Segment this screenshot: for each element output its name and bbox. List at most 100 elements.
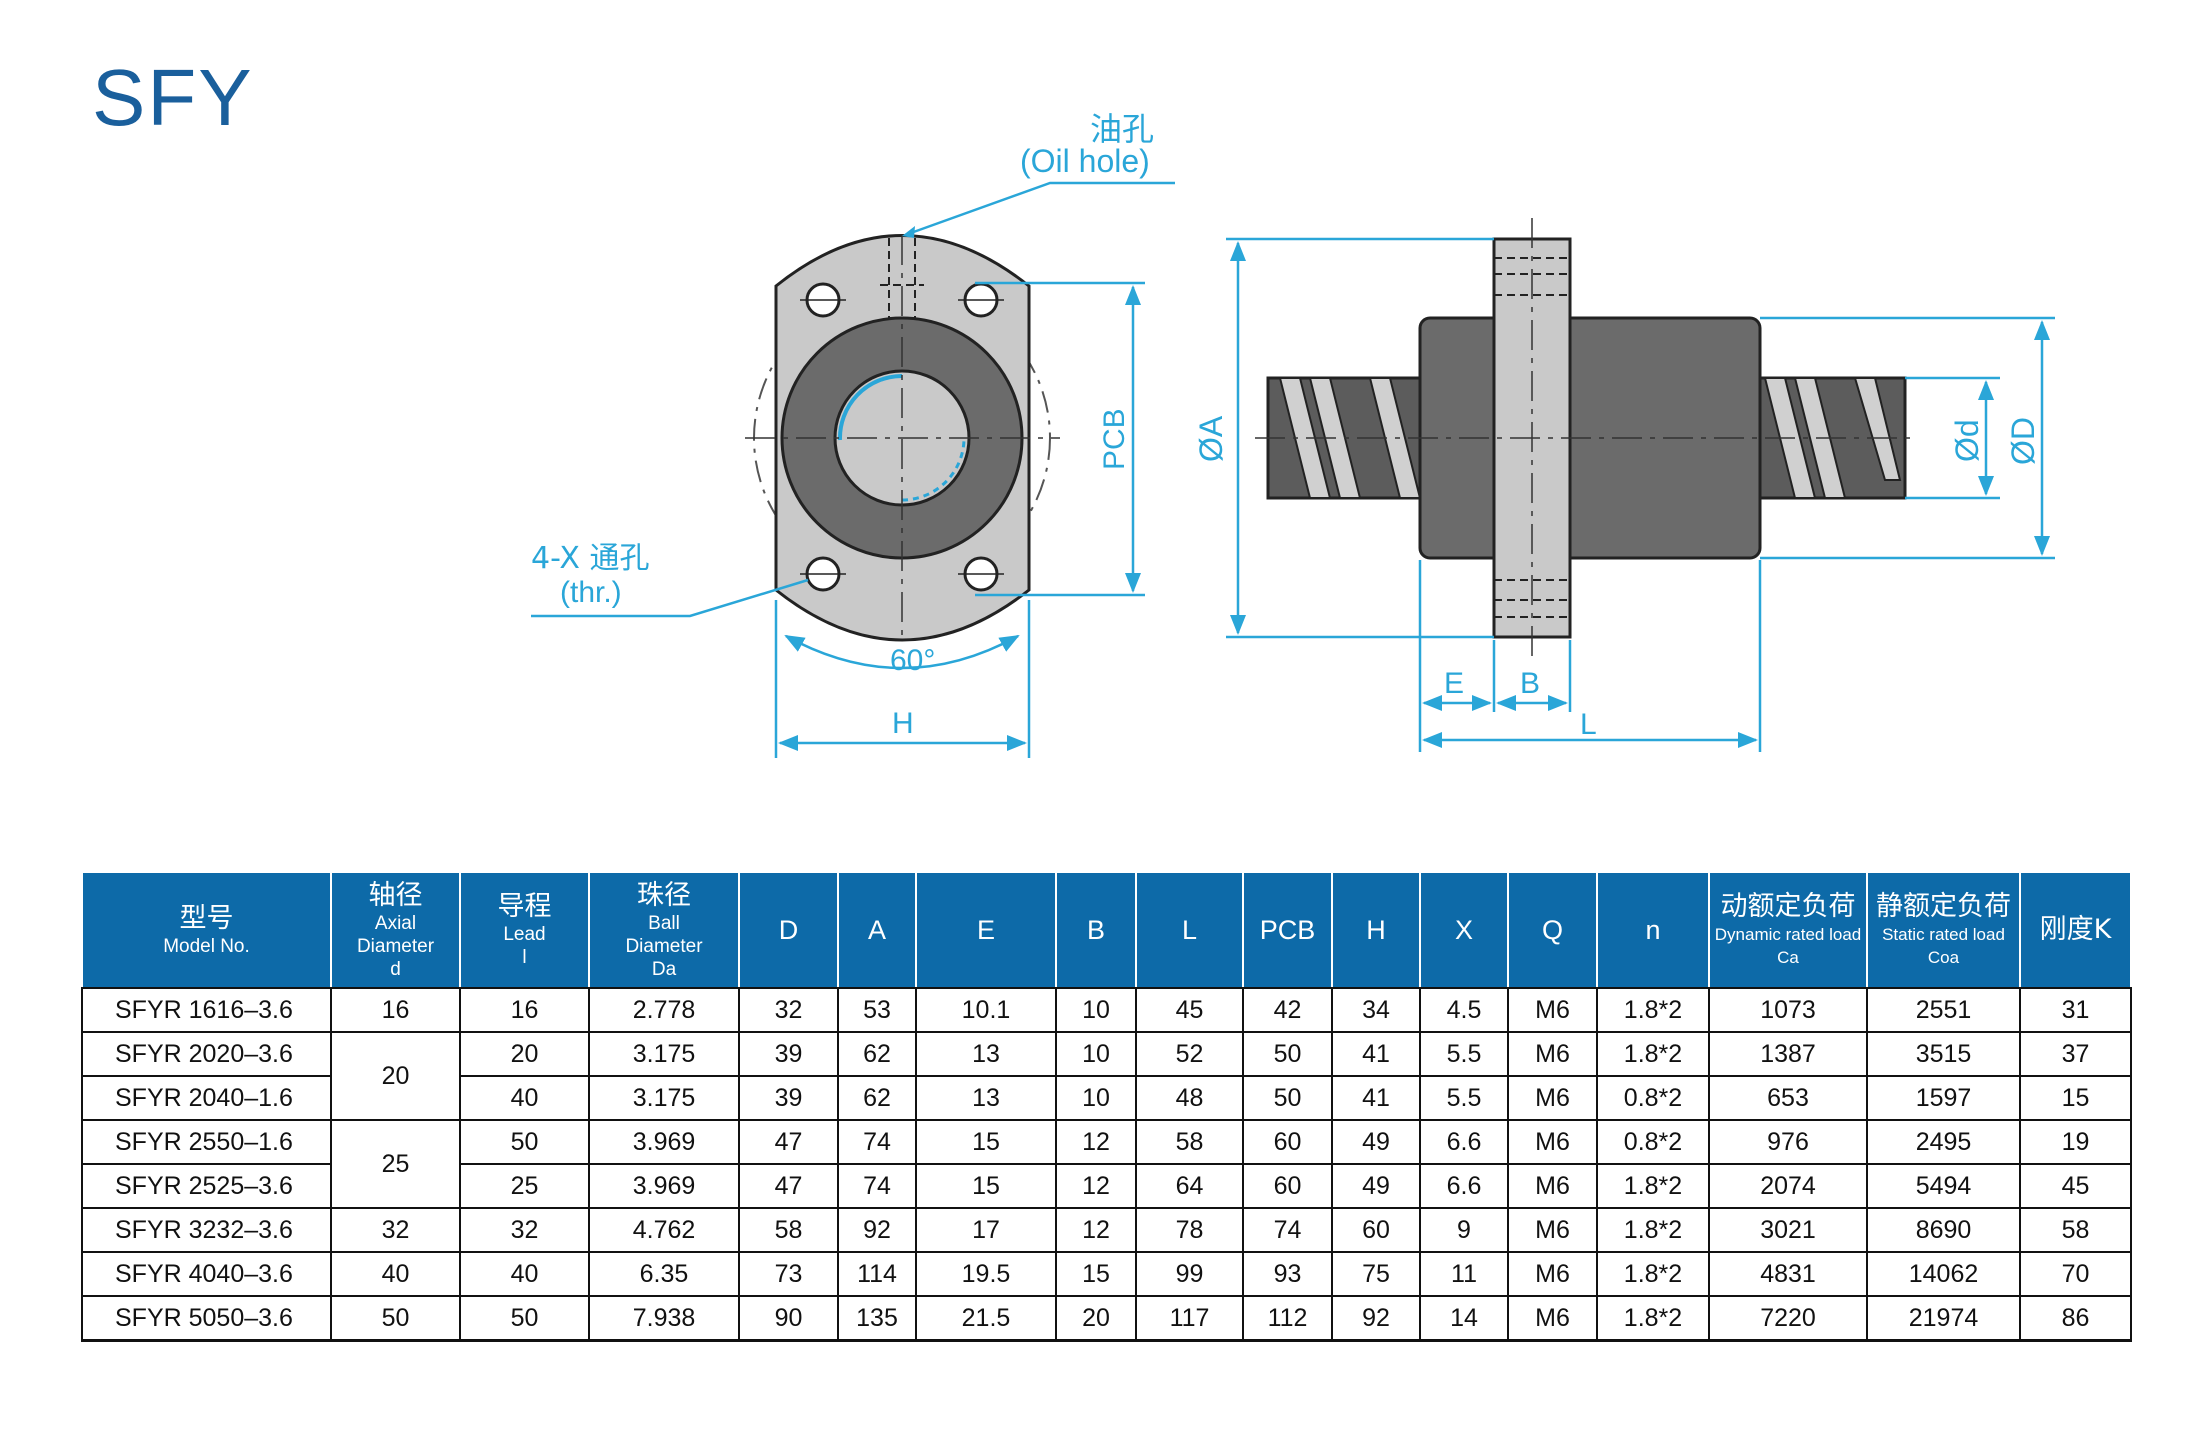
- cell-b: 12: [1055, 1119, 1137, 1165]
- page-title: SFY: [92, 53, 254, 142]
- cell-k: 58: [2019, 1207, 2132, 1253]
- cell-e: 13: [915, 1031, 1057, 1077]
- cell-h: 41: [1331, 1075, 1421, 1121]
- cell-q: M6: [1507, 1295, 1598, 1342]
- table-row: SFYR 4040–3.6 40 40 6.35 73 114 19.5 15 …: [81, 1251, 2132, 1297]
- header-dynamic-load: 动额定负荷 Dynamic rated load Ca: [1708, 871, 1868, 989]
- cell-h: 49: [1331, 1163, 1421, 1209]
- cell-da: 7.938: [588, 1295, 740, 1342]
- cell-big-d: 90: [738, 1295, 839, 1342]
- cell-k: 37: [2019, 1031, 2132, 1077]
- angle-label: 60°: [890, 644, 935, 677]
- cell-x: 5.5: [1419, 1075, 1509, 1121]
- cell-k: 70: [2019, 1251, 2132, 1297]
- header-e: E: [915, 871, 1057, 989]
- header-lead: 导程 Lead l: [459, 871, 590, 989]
- dim-a-label: ØA: [1193, 415, 1229, 462]
- cell-big-d: 39: [738, 1031, 839, 1077]
- cell-d: 50: [330, 1295, 461, 1342]
- cell-da: 3.969: [588, 1163, 740, 1209]
- cell-model: SFYR 2040–1.6: [81, 1075, 332, 1121]
- cell-l: 58: [1135, 1119, 1244, 1165]
- cell-coa: 2495: [1866, 1119, 2021, 1165]
- through-hole-label-cn: 4-X 通孔: [531, 541, 650, 576]
- cell-a: 114: [837, 1251, 917, 1297]
- cell-d: 20: [330, 1031, 461, 1121]
- cell-ca: 3021: [1708, 1207, 1868, 1253]
- cell-q: M6: [1507, 1163, 1598, 1209]
- cell-e: 21.5: [915, 1295, 1057, 1342]
- cell-n: 0.8*2: [1596, 1075, 1710, 1121]
- cell-da: 3.175: [588, 1075, 740, 1121]
- table-row: SFYR 1616–3.6 16 16 2.778 32 53 10.1 10 …: [81, 987, 2132, 1033]
- cell-b: 12: [1055, 1207, 1137, 1253]
- cell-q: M6: [1507, 1119, 1598, 1165]
- header-d: D: [738, 871, 839, 989]
- cell-ca: 2074: [1708, 1163, 1868, 1209]
- cell-q: M6: [1507, 1207, 1598, 1253]
- cell-x: 5.5: [1419, 1031, 1509, 1077]
- oil-hole-label-cn: 油孔: [1090, 110, 1154, 148]
- dim-b-label: B: [1520, 667, 1540, 700]
- cell-n: 1.8*2: [1596, 1031, 1710, 1077]
- cell-b: 12: [1055, 1163, 1137, 1209]
- cell-pcb: 60: [1242, 1163, 1333, 1209]
- cell-coa: 21974: [1866, 1295, 2021, 1342]
- header-h: H: [1331, 871, 1421, 989]
- cell-a: 92: [837, 1207, 917, 1253]
- cell-x: 14: [1419, 1295, 1509, 1342]
- cell-model: SFYR 2525–3.6: [81, 1163, 332, 1209]
- cell-lead: 20: [459, 1031, 590, 1077]
- cell-q: M6: [1507, 1031, 1598, 1077]
- header-l: L: [1135, 871, 1244, 989]
- cell-k: 15: [2019, 1075, 2132, 1121]
- cell-q: M6: [1507, 1251, 1598, 1297]
- cell-pcb: 112: [1242, 1295, 1333, 1342]
- cell-e: 10.1: [915, 987, 1057, 1033]
- cell-b: 10: [1055, 1031, 1137, 1077]
- table-row: SFYR 2040–1.6 40 3.175 39 62 13 10 48 50…: [81, 1075, 2132, 1121]
- cell-big-d: 47: [738, 1119, 839, 1165]
- cell-h: 60: [1331, 1207, 1421, 1253]
- header-stiffness: 刚度K: [2019, 871, 2132, 989]
- cell-d: 16: [330, 987, 461, 1033]
- cell-ca: 4831: [1708, 1251, 1868, 1297]
- cell-model: SFYR 5050–3.6: [81, 1295, 332, 1342]
- cell-e: 13: [915, 1075, 1057, 1121]
- cell-model: SFYR 3232–3.6: [81, 1207, 332, 1253]
- cell-lead: 40: [459, 1251, 590, 1297]
- cell-k: 31: [2019, 987, 2132, 1033]
- cell-model: SFYR 1616–3.6: [81, 987, 332, 1033]
- cell-ca: 976: [1708, 1119, 1868, 1165]
- cell-a: 135: [837, 1295, 917, 1342]
- dim-e-label: E: [1444, 667, 1464, 700]
- cell-x: 4.5: [1419, 987, 1509, 1033]
- cell-big-d: 73: [738, 1251, 839, 1297]
- header-static-load: 静额定负荷 Static rated load Coa: [1866, 871, 2021, 989]
- cell-k: 19: [2019, 1119, 2132, 1165]
- cell-l: 78: [1135, 1207, 1244, 1253]
- dim-h-label: H: [892, 707, 914, 740]
- dim-small-d-label: Ød: [1949, 419, 1985, 462]
- cell-x: 6.6: [1419, 1119, 1509, 1165]
- cell-l: 117: [1135, 1295, 1244, 1342]
- dim-big-d-label: ØD: [2005, 417, 2041, 465]
- table-row: SFYR 2525–3.6 25 3.969 47 74 15 12 64 60…: [81, 1163, 2132, 1209]
- cell-big-d: 47: [738, 1163, 839, 1209]
- cell-a: 62: [837, 1075, 917, 1121]
- cell-e: 15: [915, 1119, 1057, 1165]
- cell-k: 86: [2019, 1295, 2132, 1342]
- cell-e: 15: [915, 1163, 1057, 1209]
- cell-pcb: 42: [1242, 987, 1333, 1033]
- cell-ca: 1073: [1708, 987, 1868, 1033]
- cell-da: 6.35: [588, 1251, 740, 1297]
- cell-n: 1.8*2: [1596, 1295, 1710, 1342]
- cell-x: 6.6: [1419, 1163, 1509, 1209]
- cell-l: 48: [1135, 1075, 1244, 1121]
- cell-da: 2.778: [588, 987, 740, 1033]
- cell-lead: 40: [459, 1075, 590, 1121]
- header-n: n: [1596, 871, 1710, 989]
- spec-table: 型号 Model No. 轴径 Axial Diameter d 导程 Lead…: [81, 871, 2132, 1342]
- cell-d: 32: [330, 1207, 461, 1253]
- cell-da: 4.762: [588, 1207, 740, 1253]
